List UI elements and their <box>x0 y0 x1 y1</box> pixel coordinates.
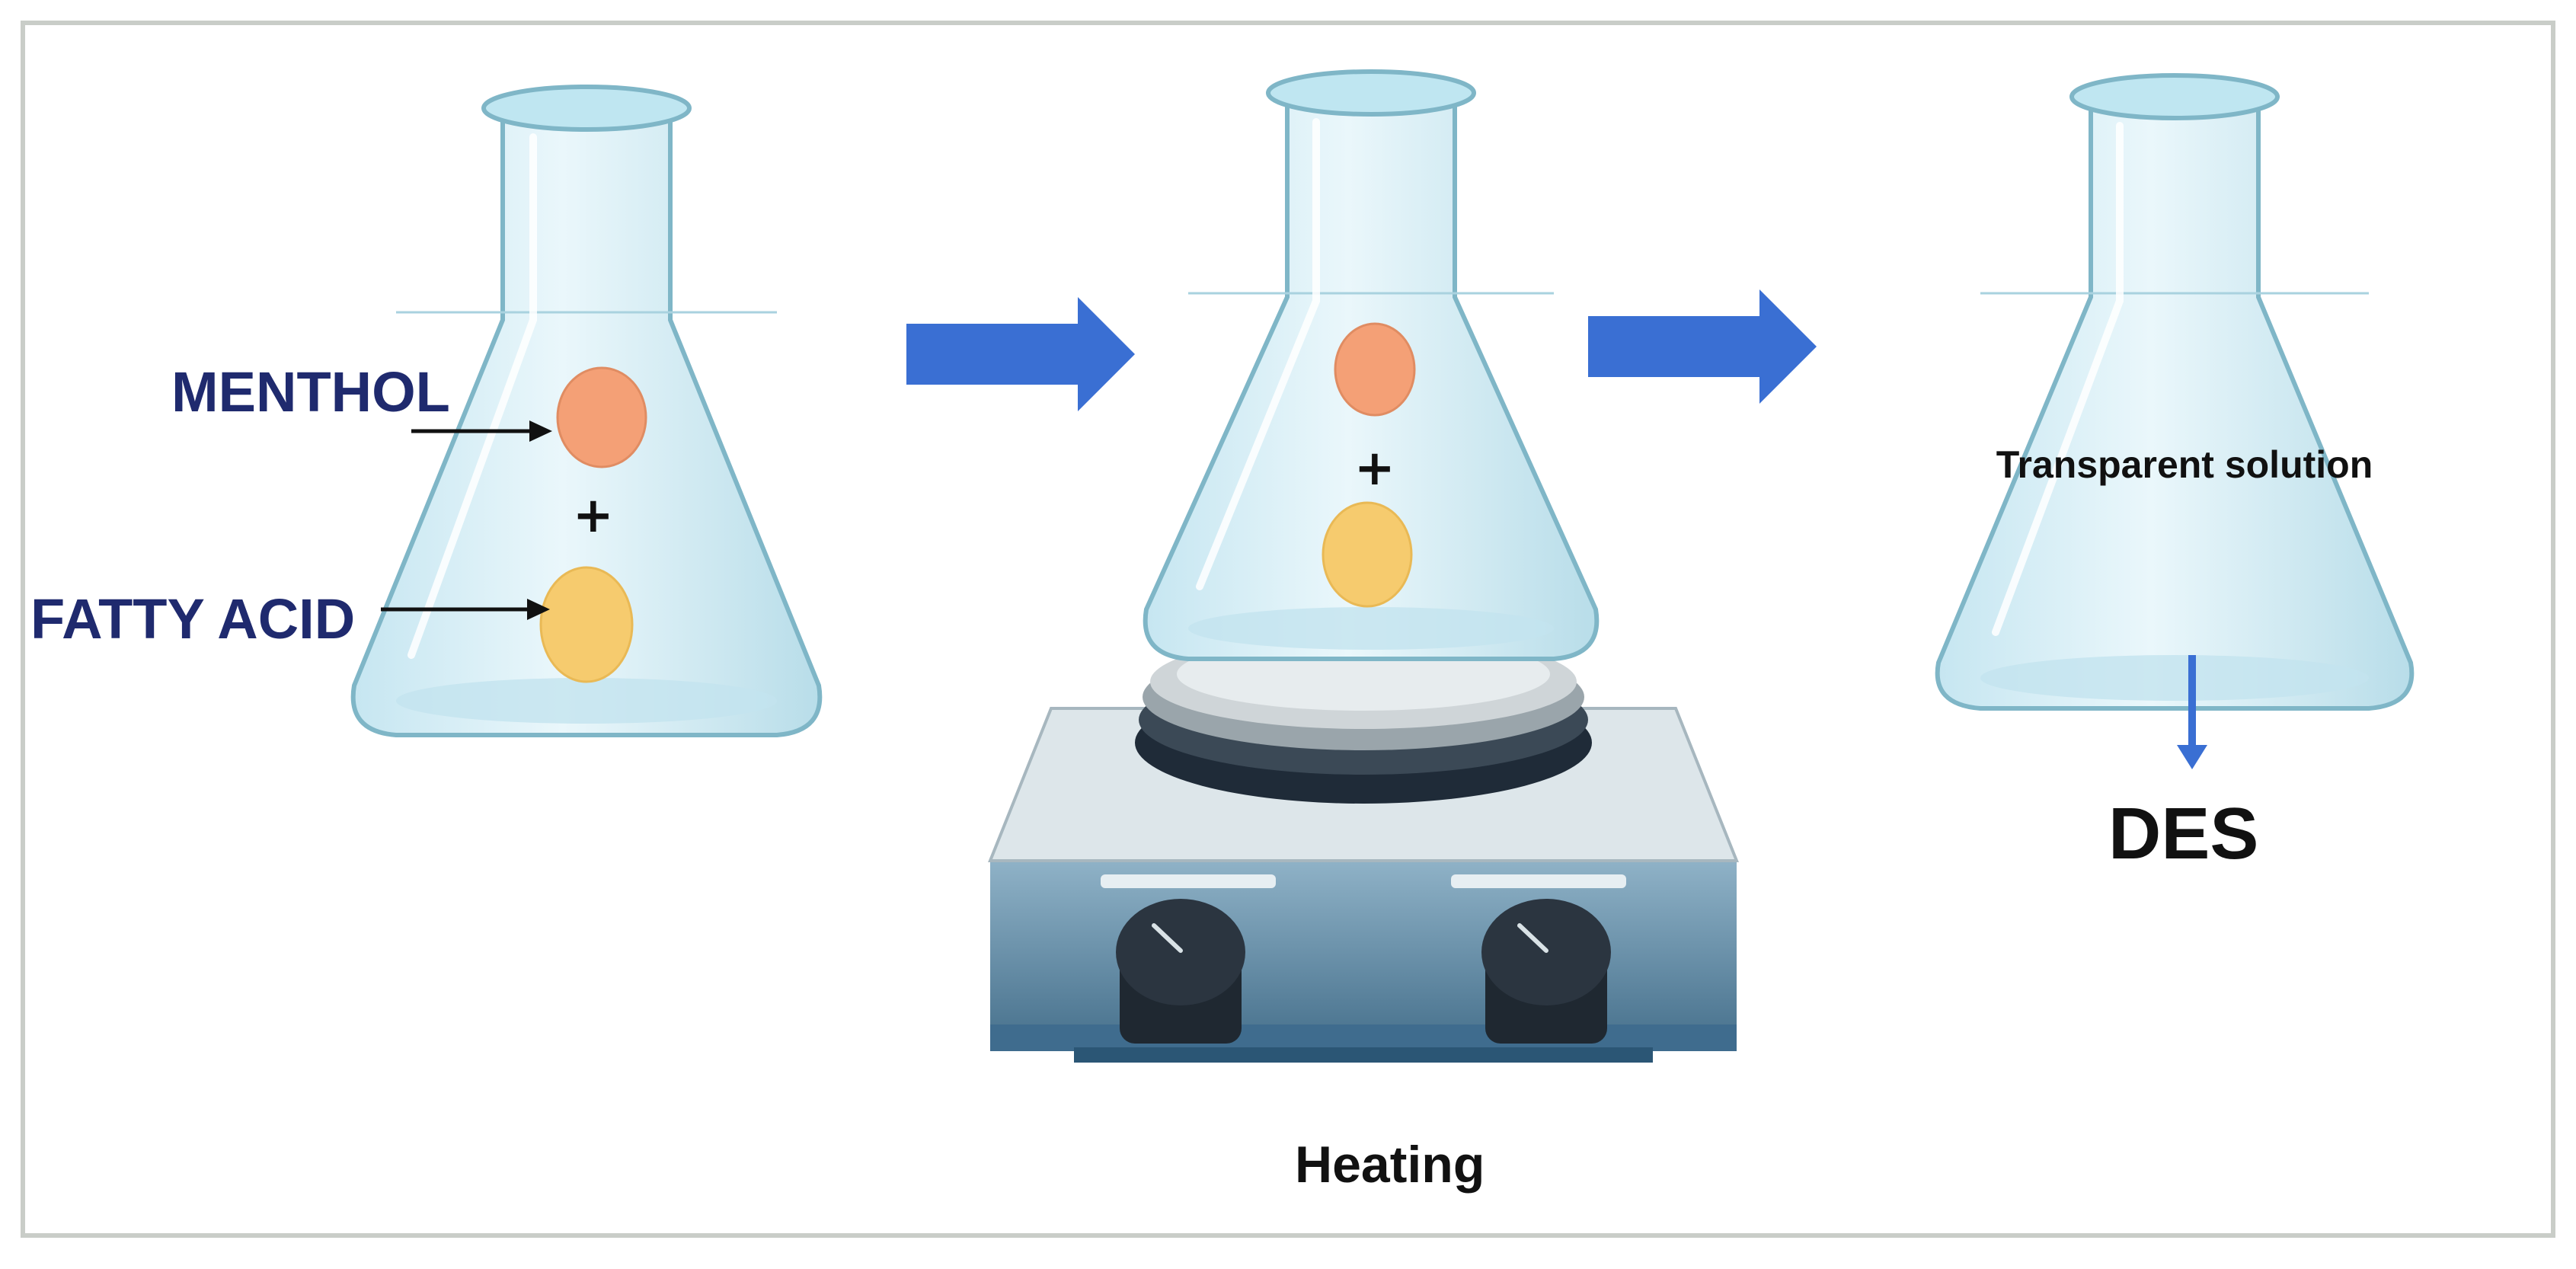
hot-plate-icon <box>988 634 1739 1063</box>
menthol-pointer-arrow <box>411 420 552 442</box>
fatty-acid-circle <box>539 566 634 683</box>
fatty-acid-pointer-arrow <box>381 599 550 620</box>
des-label: DES <box>2108 793 2259 874</box>
menthol-circle <box>556 366 647 468</box>
menthol-circle-heated <box>1334 322 1416 417</box>
fatty-acid-circle-heated <box>1322 501 1413 608</box>
flask-3-icon <box>1935 73 2415 711</box>
down-arrow-icon <box>2177 655 2207 769</box>
menthol-label: MENTHOL <box>171 360 450 424</box>
diagram-frame <box>21 21 2555 1238</box>
heating-label: Heating <box>1295 1136 1485 1194</box>
right-arrow-icon-2 <box>1588 289 1817 404</box>
knob-left-icon[interactable] <box>1116 899 1245 1044</box>
transparent-solution-label: Transparent solution <box>1996 443 2373 486</box>
plus-sign-2: + <box>1354 440 1395 497</box>
fatty-acid-label: FATTY ACID <box>30 587 356 650</box>
right-arrow-icon <box>906 297 1135 411</box>
plus-sign-1: + <box>573 487 614 544</box>
knob-right-icon[interactable] <box>1481 899 1611 1044</box>
